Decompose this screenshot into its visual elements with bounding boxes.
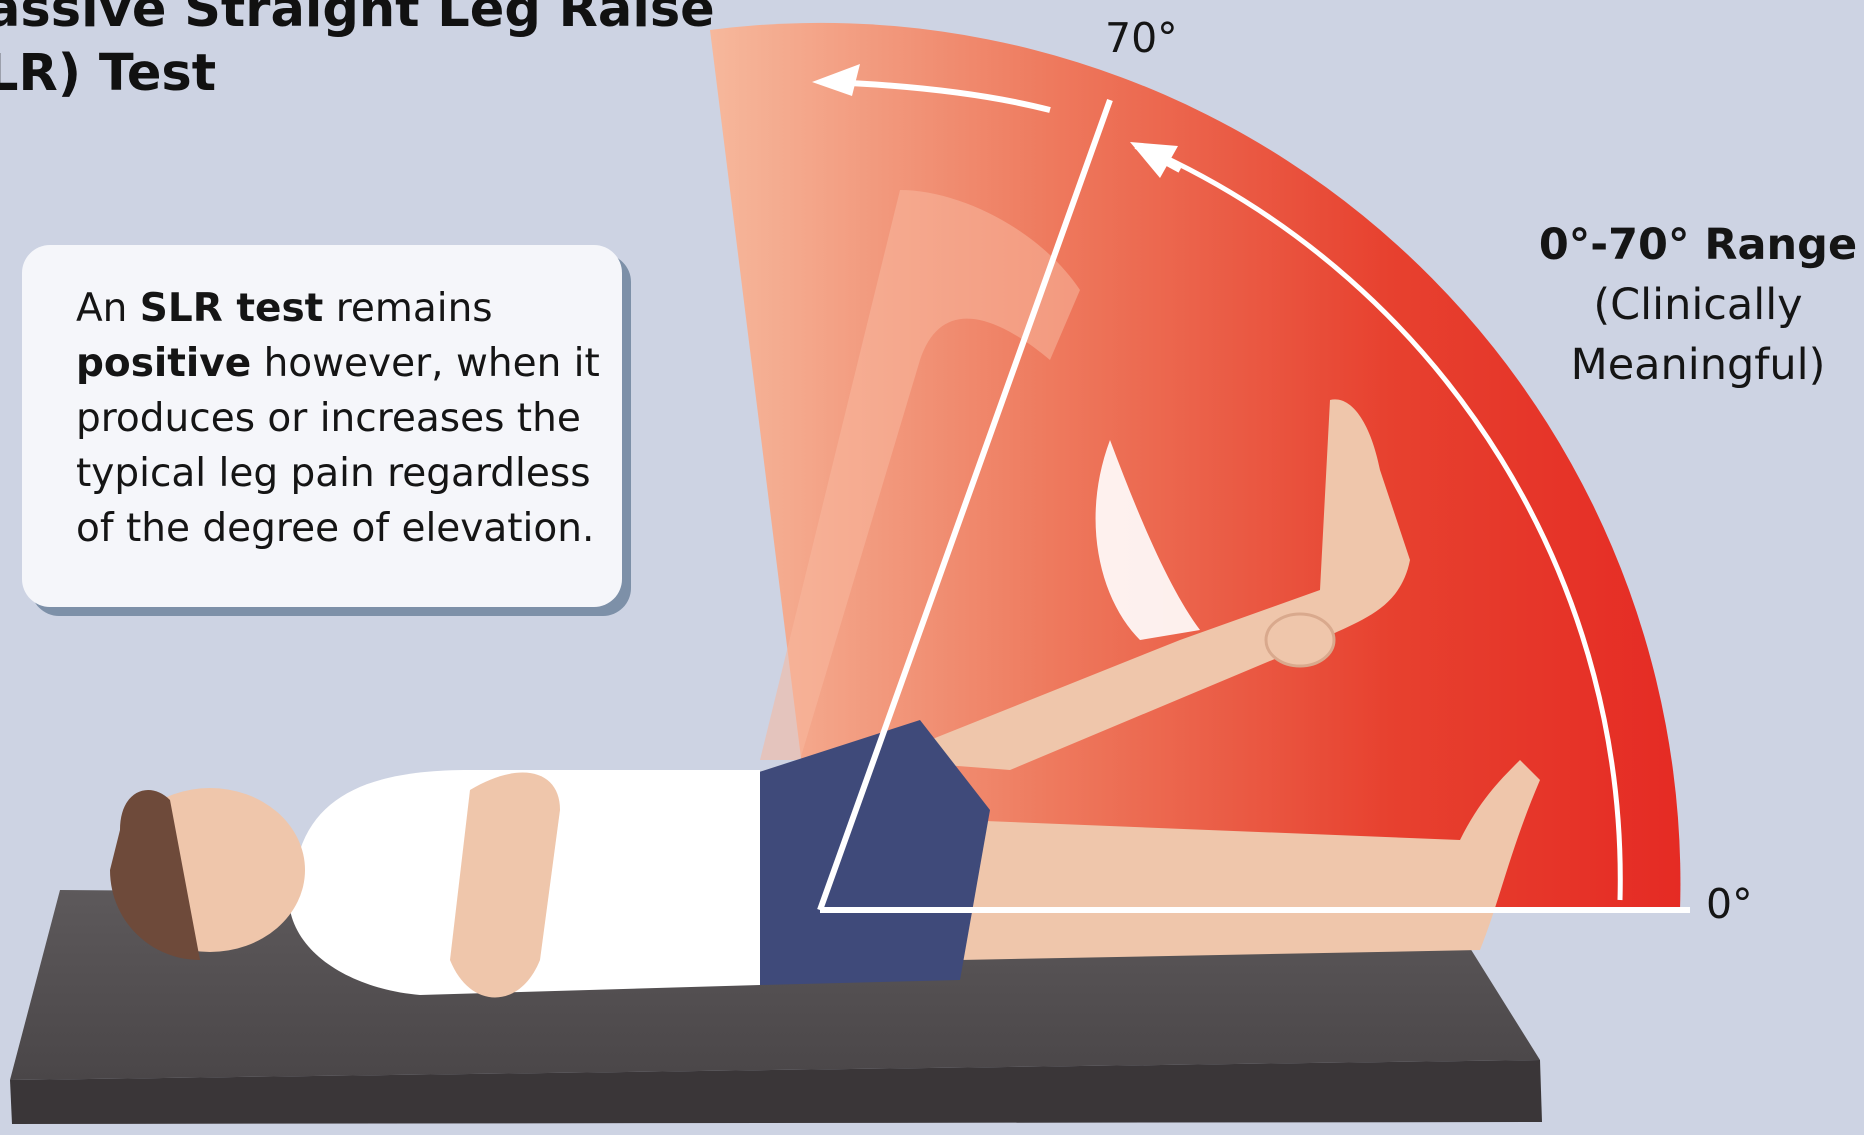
info-callout: An SLR test remains positive however, wh… <box>22 245 622 607</box>
angle-label-0: 0° <box>1706 880 1753 928</box>
note-line-3: produces or increases the <box>76 391 602 446</box>
range-sub-1: (Clinically <box>1535 275 1861 335</box>
page-title: assive Straight Leg Raise LR) Test <box>0 0 715 106</box>
note-line-2: positive however, when it <box>76 336 602 391</box>
note-line-5: of the degree of elevation. <box>76 501 602 556</box>
angle-label-70: 70° <box>1105 14 1178 62</box>
note-text: remains <box>323 286 492 331</box>
note-text: An <box>76 286 140 331</box>
note-bold-positive: positive <box>76 341 251 386</box>
examiner-hand <box>1266 614 1334 666</box>
title-line-2: LR) Test <box>0 42 715 106</box>
note-line-1: An SLR test remains <box>76 281 602 336</box>
note-bold-slr: SLR test <box>140 286 324 331</box>
note-text: however, when it <box>251 341 600 386</box>
title-line-1: assive Straight Leg Raise <box>0 0 715 42</box>
range-sub-2: Meaningful) <box>1535 335 1861 395</box>
range-label: 0°-70° Range (Clinically Meaningful) <box>1535 215 1861 395</box>
note-line-4: typical leg pain regardless <box>76 446 602 501</box>
range-heading: 0°-70° Range <box>1535 215 1861 275</box>
